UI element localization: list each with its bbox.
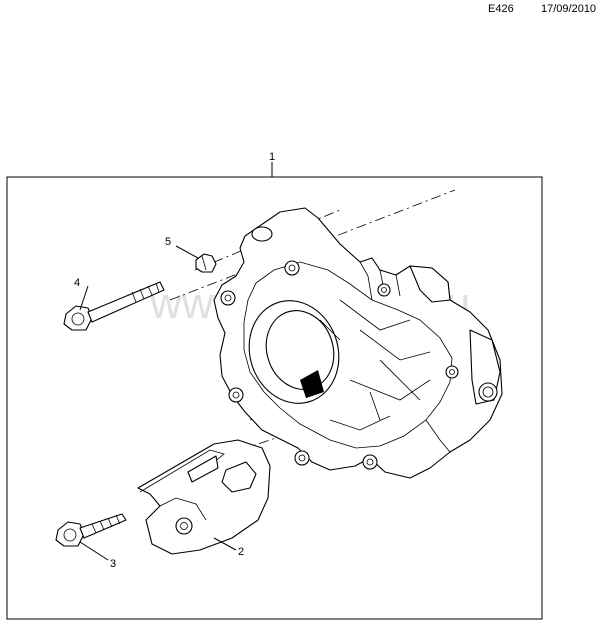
callout-1: 1 bbox=[269, 151, 275, 163]
callout-5: 5 bbox=[165, 236, 171, 248]
drawing-date: 17/09/2010 bbox=[541, 3, 597, 15]
leader-lines bbox=[79, 162, 273, 561]
callout-3: 3 bbox=[110, 558, 116, 570]
oil-pump-housing bbox=[213, 207, 503, 479]
hex-nut bbox=[195, 253, 217, 273]
bracket-plate bbox=[137, 439, 271, 555]
callout-2: 2 bbox=[238, 546, 244, 558]
bolt-lower bbox=[55, 513, 127, 547]
callout-4: 4 bbox=[74, 277, 80, 289]
diagram-frame bbox=[6, 176, 543, 620]
drawing-code: E426 bbox=[488, 3, 514, 15]
bolt-upper bbox=[63, 281, 165, 331]
